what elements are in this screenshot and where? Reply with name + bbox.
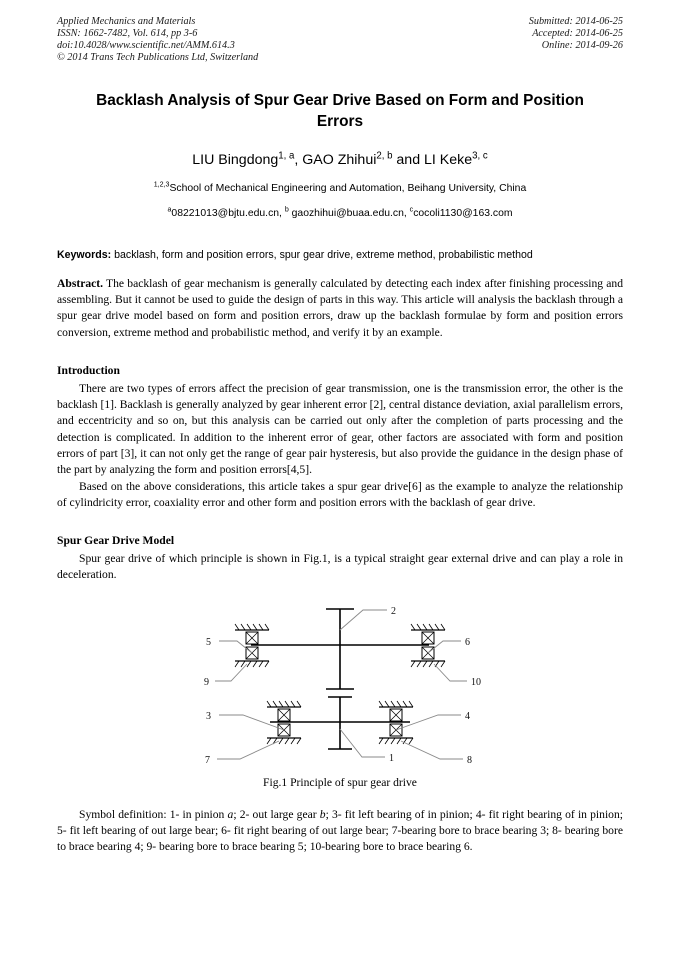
figure-label-3: 3 (206, 711, 211, 722)
ground-hatch-upper-right (410, 623, 446, 631)
spur-gear-model-paragraph-1: Spur gear drive of which principle is sh… (57, 552, 623, 582)
author-list: LIU Bingdong1, a, GAO Zhihui2, b and LI … (57, 151, 623, 169)
email-1-marker: a (167, 206, 172, 214)
leader-line-10 (433, 663, 467, 682)
bearing-4-upper (389, 708, 403, 722)
section-heading-introduction: Introduction (57, 363, 120, 377)
journal-header: Applied Mechanics and Materials ISSN: 16… (57, 16, 623, 64)
abstract-label: Abstract. (57, 276, 104, 290)
symbol-definition-rest: ; 3- fit left bearing of in pinion; 4- f… (57, 807, 623, 854)
symbol-definition-lead: Symbol definition: 1- in pinion (79, 807, 228, 821)
page-content: Applied Mechanics and Materials ISSN: 16… (57, 16, 623, 856)
leader-line-6 (427, 640, 461, 654)
author-3-affiliation-marker: 3, c (472, 150, 488, 162)
affiliation-marker: 1,2,3 (153, 181, 170, 189)
keywords-text: backlash, form and position errors, spur… (111, 249, 533, 262)
email-3-marker: c (409, 206, 414, 214)
symbol-definition-mid: ; 2- out large gear (233, 807, 320, 821)
figure-label-6: 6 (465, 637, 470, 648)
figure-label-7: 7 (205, 755, 210, 766)
leader-line-7 (217, 740, 280, 760)
ground-hatch-lower-left-9 (234, 660, 270, 668)
author-2-affiliation-marker: 2, b (376, 150, 393, 162)
author-1-name: LIU Bingdong (192, 152, 279, 169)
figure-label-2: 2 (391, 606, 396, 617)
bearing-6-upper (421, 631, 435, 645)
abstract-text: The backlash of gear mechanism is genera… (57, 276, 623, 339)
email-list: a08221013@bjtu.edu.cn, b gaozhihui@buaa.… (57, 207, 623, 221)
figure-label-9: 9 (204, 677, 209, 688)
page-title: Backlash Analysis of Spur Gear Drive Bas… (96, 92, 584, 131)
ground-hatch-lower-right-10 (410, 660, 446, 668)
keywords-label: Keywords: (57, 249, 112, 262)
journal-identification: Applied Mechanics and Materials ISSN: 16… (57, 16, 259, 64)
leader-line-9 (215, 663, 248, 682)
bearing-5-upper (245, 631, 259, 645)
author-1-affiliation-marker: 1, a (278, 150, 295, 162)
email-2: gaozhihui@buaa.edu.cn, (288, 208, 407, 220)
author-separator-2: and (392, 152, 425, 169)
figure-label-10: 10 (471, 677, 481, 688)
leader-line-1 (339, 728, 385, 758)
affiliation: 1,2,3School of Mechanical Engineering an… (57, 182, 623, 196)
publication-dates: Submitted: 2014-06-25 Accepted: 2014-06-… (528, 16, 623, 52)
figure-1-caption: Fig.1 Principle of spur gear drive (263, 775, 417, 789)
section-heading-spur-gear-drive-model: Spur Gear Drive Model (57, 534, 175, 548)
abstract-block: Abstract. The backlash of gear mechanism… (57, 276, 623, 341)
symbol-italic-b: b (319, 807, 326, 821)
leader-line-5 (219, 640, 253, 654)
symbol-italic-a: a (227, 807, 234, 821)
leader-line-4 (395, 714, 461, 731)
symbol-definition-paragraph: Symbol definition: 1- in pinion a; 2- ou… (57, 807, 623, 856)
bearing-3-upper (277, 708, 291, 722)
leader-line-2 (339, 609, 387, 631)
email-3: cocoli1130@163.com (413, 208, 513, 220)
figure-1: 2 5 9 6 10 3 7 4 8 1 Fig.1 Principle of … (57, 597, 623, 790)
introduction-paragraph-1: There are two types of errors affect the… (57, 381, 623, 477)
ground-hatch-upper-left-lower-shaft (266, 700, 302, 708)
author-3-name: LI Keke (424, 152, 473, 169)
affiliation-text: School of Mechanical Engineering and Aut… (169, 183, 527, 195)
ground-hatch-upper-right-lower-shaft (378, 700, 414, 708)
leader-line-3 (219, 714, 285, 731)
keywords-block: Keywords: backlash, form and position er… (57, 248, 623, 263)
introduction-paragraph-2: Based on the above considerations, this … (57, 479, 623, 509)
ground-hatch-upper-left (234, 623, 270, 631)
email-1: 08221013@bjtu.edu.cn, (171, 208, 282, 220)
figure-label-5: 5 (206, 637, 211, 648)
leader-line-8 (400, 740, 463, 760)
figure-label-8: 8 (467, 755, 472, 766)
figure-1-diagram: 2 5 9 6 10 3 7 4 8 1 (195, 597, 485, 774)
figure-label-4: 4 (465, 711, 470, 722)
author-separator-1: , (294, 152, 303, 169)
spur-gear-drive-schematic: 2 5 9 6 10 3 7 4 8 1 (204, 606, 481, 766)
figure-label-1: 1 (389, 753, 394, 764)
ground-hatch-lower-left-7 (266, 737, 302, 745)
email-2-marker: b (284, 206, 289, 214)
ground-hatch-lower-right-8 (378, 737, 414, 745)
author-2-name: GAO Zhihui (302, 152, 377, 169)
